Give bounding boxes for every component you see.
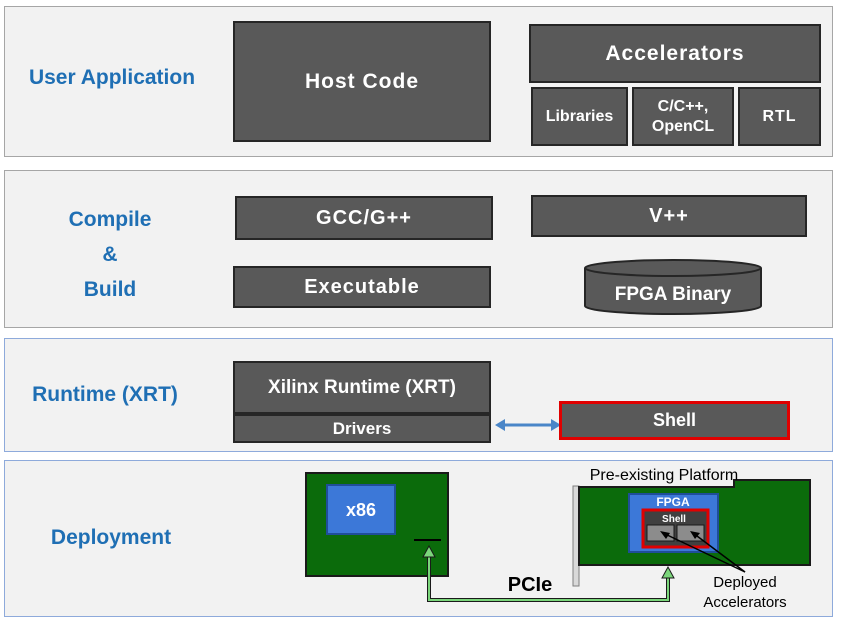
pcie-label: PCIe [508,574,552,596]
gcc-box: GCC/G++ [235,196,493,240]
executable-box: Executable [233,266,491,308]
host-code-box: Host Code [233,21,491,142]
accelerators-box: Accelerators [529,24,821,83]
x86-label: x86 [346,500,376,520]
rtl-box: RTL [738,87,821,146]
c-cpp-opencl-box: C/C++, OpenCL [632,87,734,146]
compile-label: Compile [68,208,152,231]
runtime-label: Runtime (XRT) [32,383,178,406]
build-label: Build [83,278,137,301]
platform-label: Pre-existing Platform [590,467,739,484]
libraries-box: Libraries [531,87,628,146]
deployed-label-line2: Accelerators [703,594,786,611]
deployed-label-line1: Deployed [713,574,776,591]
pcie-arrow-left [422,544,436,558]
pointer-arrow-1 [662,532,746,573]
x86-chip [326,484,396,535]
drivers-box: Drivers [233,414,491,443]
compile-build-label: Compile & Build [40,202,180,307]
fpga-binary-label: FPGA Binary [615,284,732,305]
vpp-box: V++ [531,195,807,237]
bidirectional-arrow [495,419,561,431]
fpga-binary-cylinder: FPGA Binary [584,259,762,315]
fpga-label: FPGA [656,495,690,509]
ampersand-label: & [102,243,118,266]
user-application-label: User Application [28,66,196,89]
pointer-arrow-2 [692,532,746,573]
shell-box: Shell [559,401,790,440]
pcie-arrow-right [661,565,675,579]
fpga-shell-label: Shell [662,514,686,525]
deployment-label: Deployment [50,526,172,549]
xrt-box: Xilinx Runtime (XRT) [233,361,491,414]
